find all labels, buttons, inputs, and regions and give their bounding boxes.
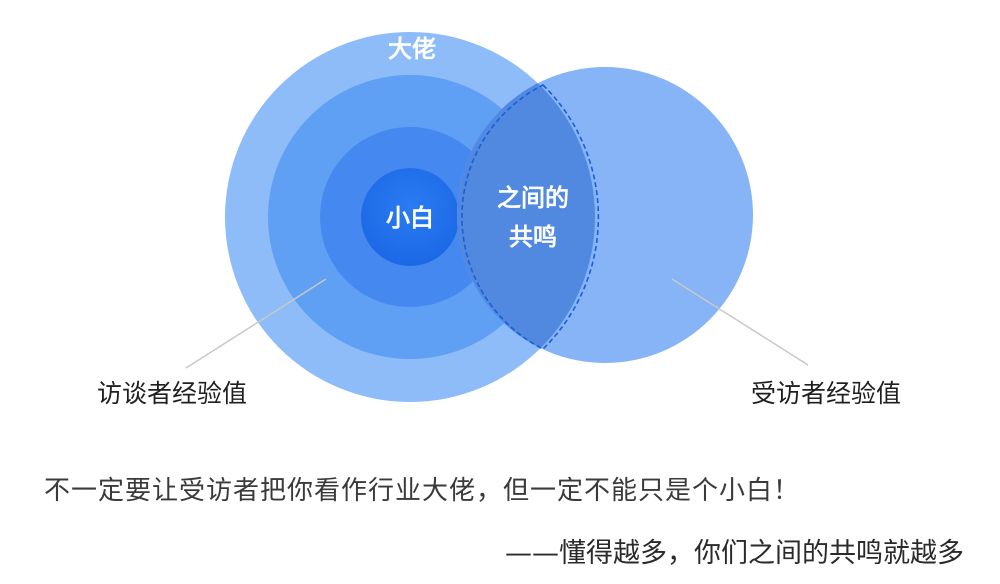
core-circle <box>361 168 459 266</box>
left-caption: 访谈者经验值 <box>97 379 247 408</box>
overlap-label-line1: 之间的 <box>497 184 569 212</box>
quote-attribution: ——懂得越多，你们之间的共鸣就越多 <box>505 538 964 569</box>
overlap-border <box>461 84 600 350</box>
outer-label: 大佬 <box>388 35 436 63</box>
right-caption: 受访者经验值 <box>751 379 901 408</box>
overlap-label-line2: 共鸣 <box>509 223 557 251</box>
right-leader-line <box>671 278 809 366</box>
inner-label: 小白 <box>386 204 434 232</box>
quote-text: 不一定要让受访者把你看作行业大佬，但一定不能只是个小白！ <box>44 476 801 506</box>
left-leader-line <box>185 278 327 369</box>
overlap-lens <box>457 67 595 363</box>
